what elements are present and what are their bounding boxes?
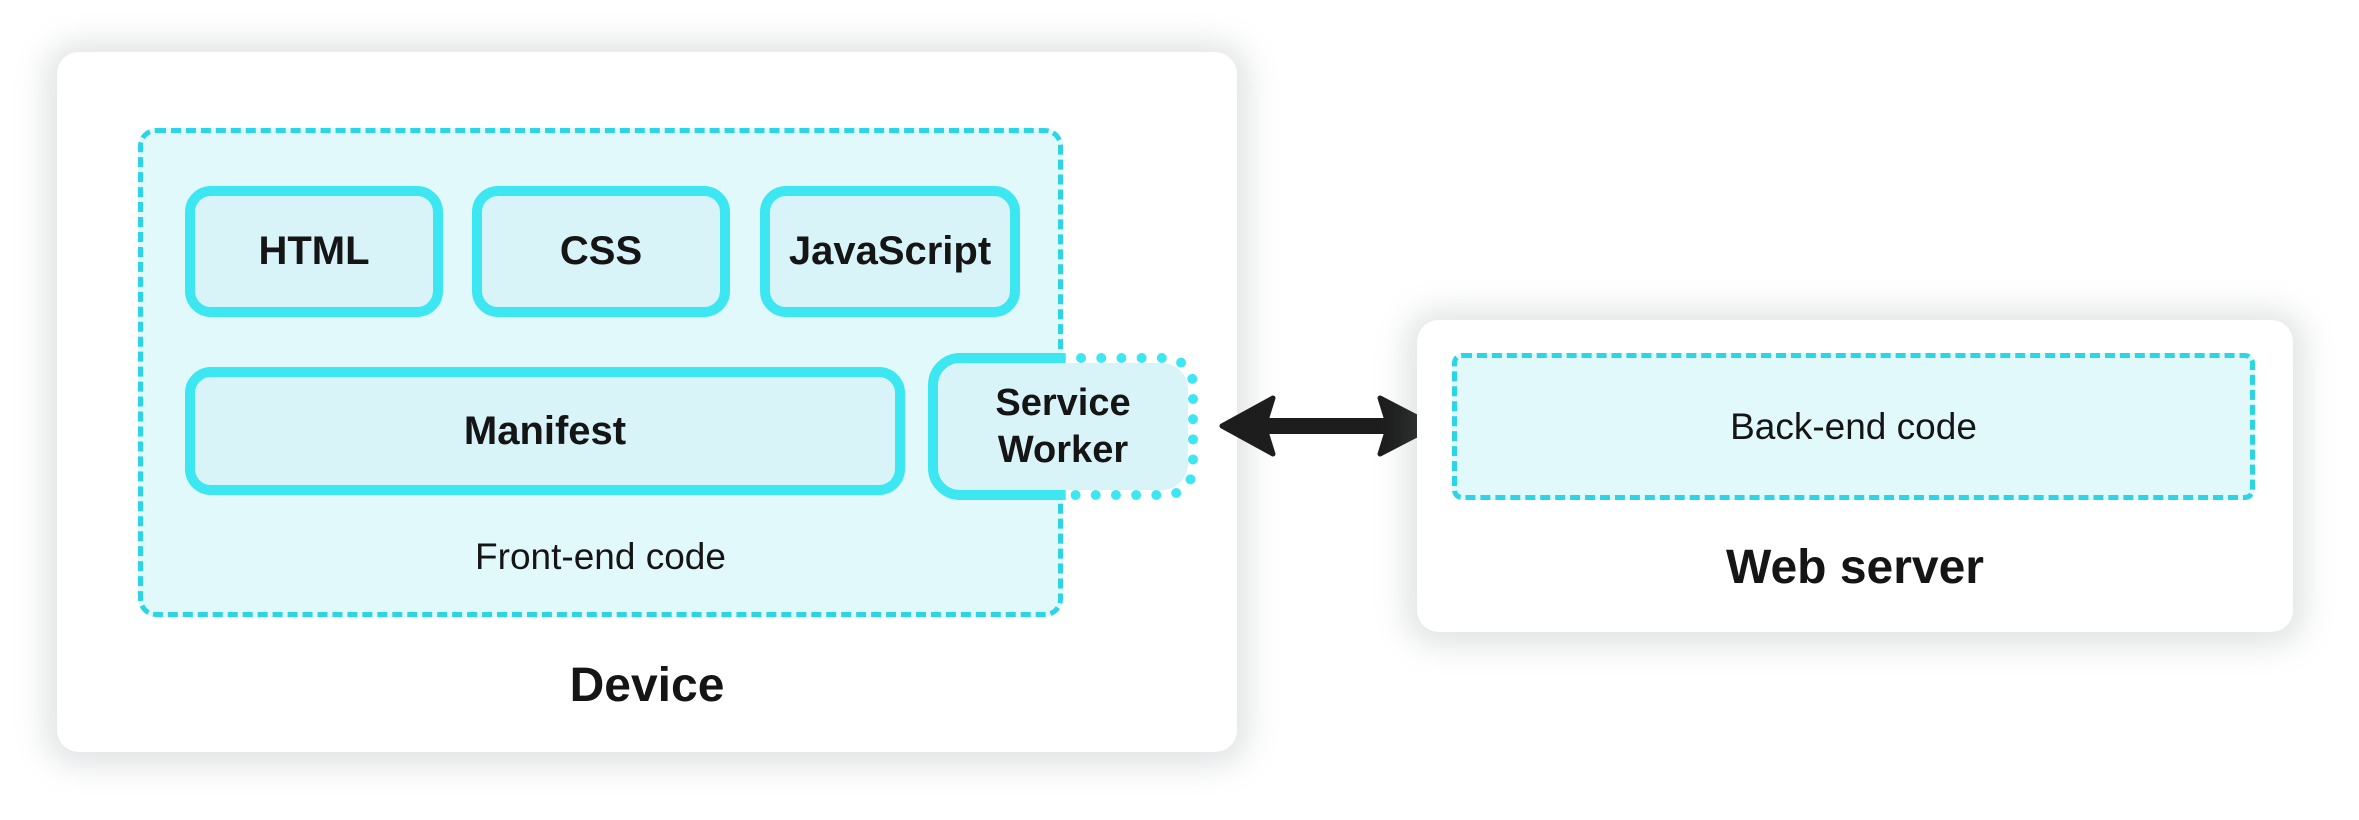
backend-code-container: Back-end code	[1452, 353, 2255, 500]
css-box: CSS	[472, 186, 730, 317]
web-server-panel: Back-end code Web server	[1417, 320, 2293, 632]
html-box-label: HTML	[258, 229, 370, 273]
web-server-caption: Web server	[1726, 541, 1984, 594]
service-worker-box: Service Worker	[928, 353, 1198, 500]
frontend-code-caption: Front-end code	[475, 536, 726, 577]
css-box-label: CSS	[559, 229, 643, 273]
html-box: HTML	[185, 186, 443, 317]
device-panel: HTML CSS JavaScript Manifest Front-end c…	[57, 52, 1237, 752]
manifest-box-label: Manifest	[463, 408, 627, 453]
frontend-code-container: HTML CSS JavaScript Manifest Front-end c…	[138, 128, 1063, 617]
javascript-box: JavaScript	[760, 186, 1020, 317]
bidirectional-arrow-icon	[1219, 395, 1437, 457]
device-caption: Device	[569, 659, 725, 712]
service-worker-label: Service Worker	[995, 382, 1131, 471]
javascript-box-label: JavaScript	[788, 229, 992, 273]
backend-code-label: Back-end code	[1730, 405, 1977, 447]
manifest-box: Manifest	[185, 367, 905, 495]
